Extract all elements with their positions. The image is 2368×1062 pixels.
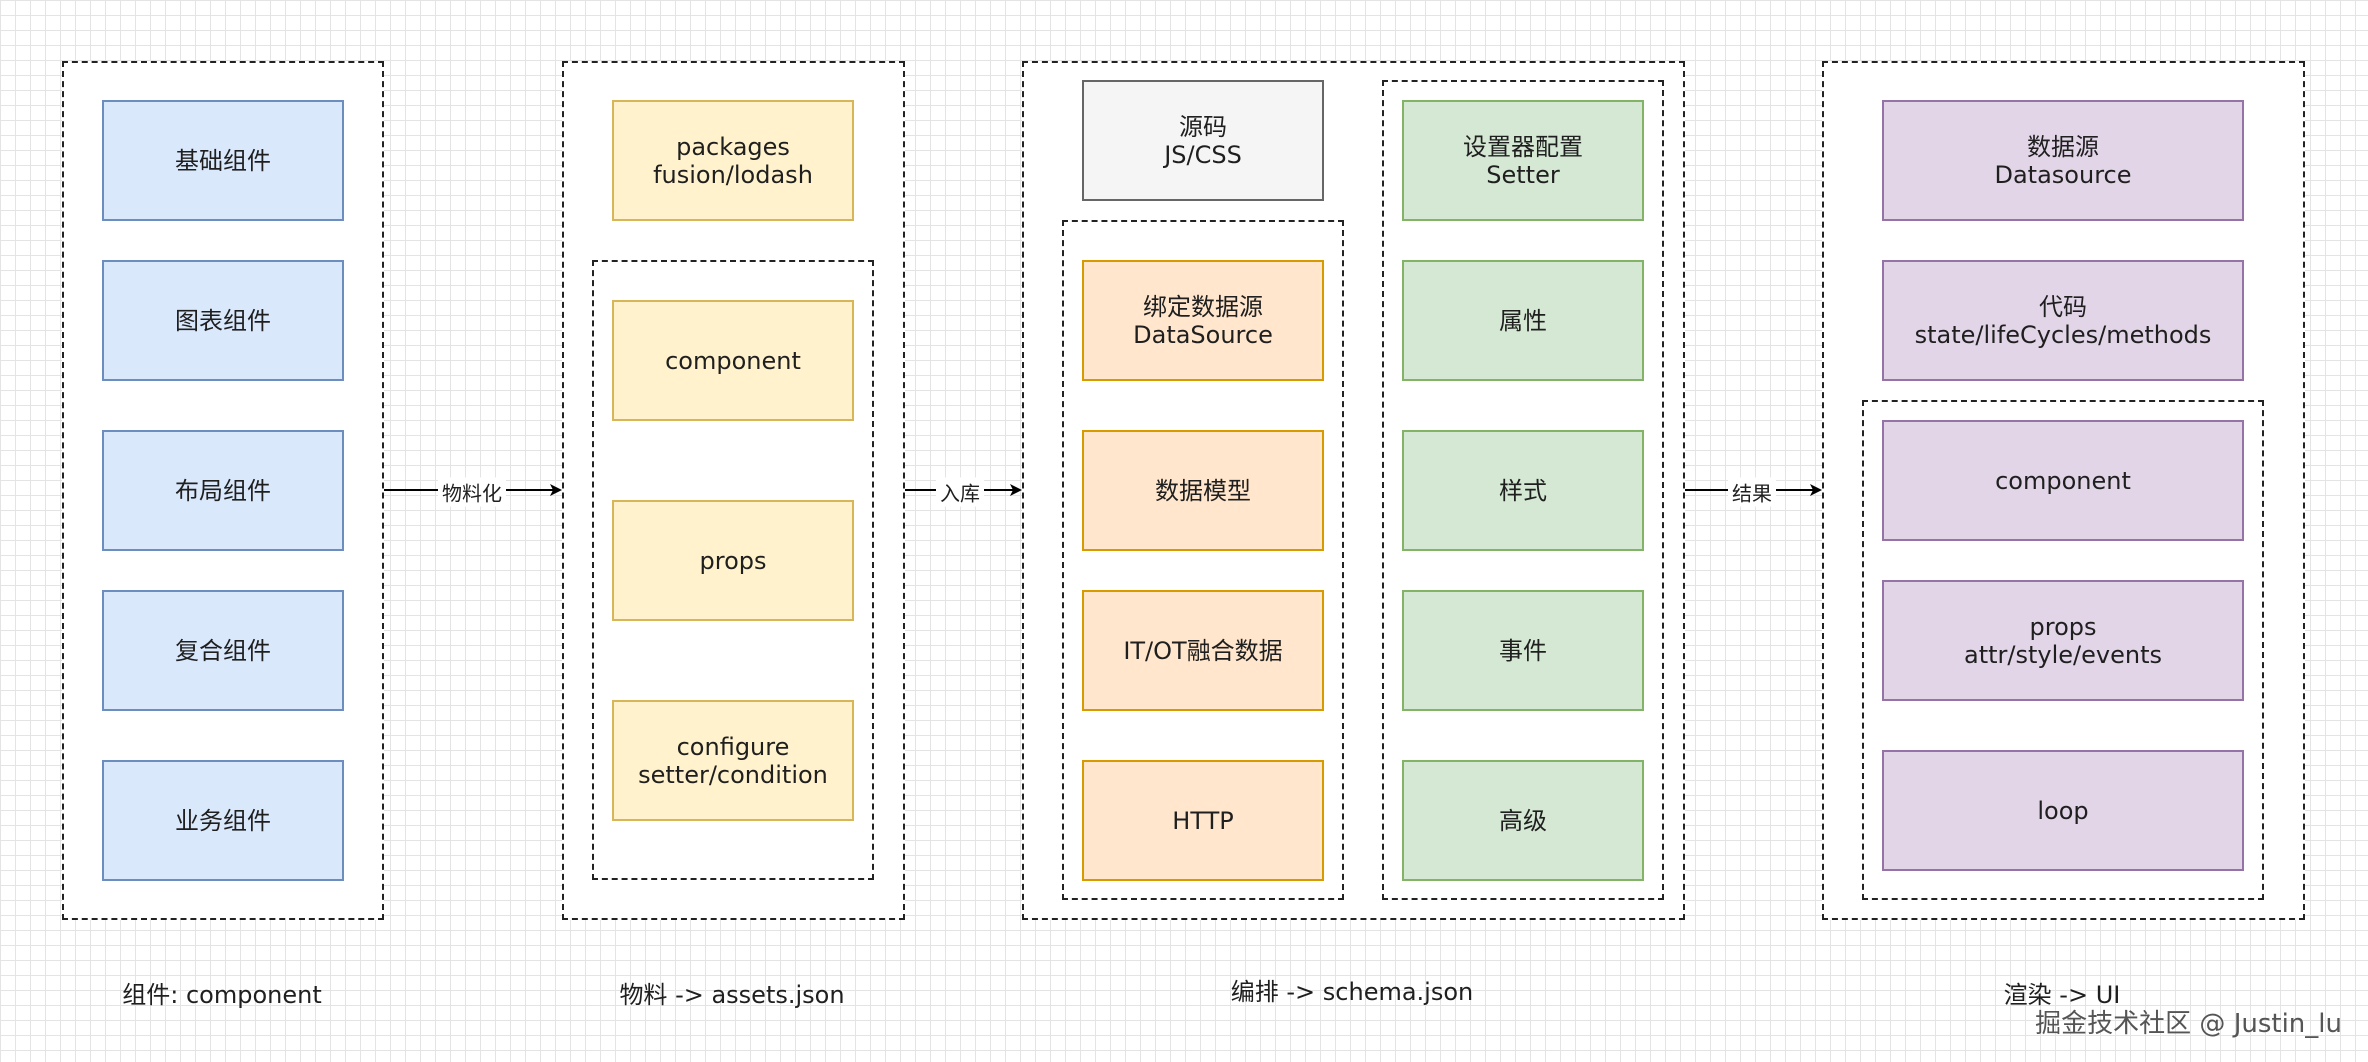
itot-data-box: IT/OT融合数据	[1082, 590, 1324, 711]
edge-label-result: 结果	[1728, 477, 1776, 507]
edge-label-store: 入库	[936, 477, 984, 507]
layout-component-box: 布局组件	[102, 430, 344, 551]
http-box: HTTP	[1082, 760, 1324, 881]
event-setter-box: 事件	[1402, 590, 1644, 711]
caption-components: 组件: component	[122, 981, 322, 1009]
chart-component-box: 图表组件	[102, 260, 344, 381]
style-setter-box: 样式	[1402, 430, 1644, 551]
edge-label-materialize: 物料化	[438, 477, 506, 507]
composite-component-box: 复合组件	[102, 590, 344, 711]
render-component-box: component	[1882, 420, 2244, 541]
material-props-box: props	[612, 500, 854, 621]
business-component-box: 业务组件	[102, 760, 344, 881]
watermark: 掘金技术社区 @ Justin_lu	[2035, 1009, 2342, 1039]
materials-inner-group	[592, 260, 874, 880]
datasource-group	[1062, 220, 1344, 900]
setter-group	[1382, 80, 1664, 900]
caption-render: 渲染 -> UI	[2003, 981, 2121, 1009]
attribute-setter-box: 属性	[1402, 260, 1644, 381]
caption-materials: 物料 -> assets.json	[619, 981, 845, 1009]
material-component-box: component	[612, 300, 854, 421]
advanced-setter-box: 高级	[1402, 760, 1644, 881]
render-loop-box: loop	[1882, 750, 2244, 871]
basic-component-box: 基础组件	[102, 100, 344, 221]
render-inner-group	[1862, 400, 2264, 900]
caption-orchestration: 编排 -> schema.json	[1230, 978, 1474, 1006]
data-model-box: 数据模型	[1082, 430, 1324, 551]
